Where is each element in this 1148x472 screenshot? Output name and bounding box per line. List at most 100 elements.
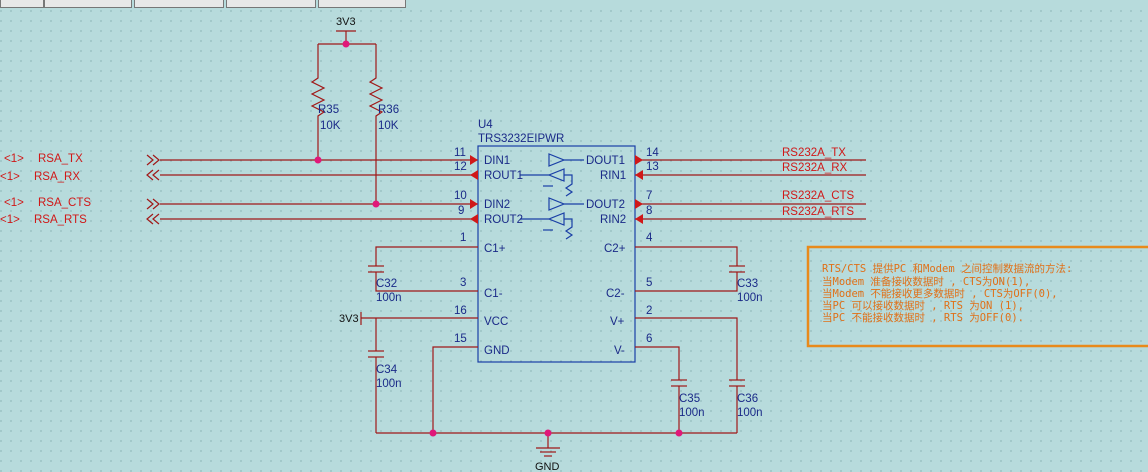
capacitor-ref: C35 xyxy=(679,393,700,405)
capacitor-ref: C32 xyxy=(376,278,397,290)
pin-number: 10 xyxy=(454,190,467,202)
ic-pin-vminus[interactable]: 6 V- xyxy=(614,333,652,357)
ic-pin-rout2[interactable]: 9 ROUT2 xyxy=(458,205,523,226)
resistor-r35[interactable]: R35 10K xyxy=(310,70,341,160)
pin-name: V- xyxy=(614,345,625,357)
ic-pin-c2minus[interactable]: 5 C2- xyxy=(606,277,652,300)
port-chevrons xyxy=(146,154,160,225)
window-tab-5[interactable] xyxy=(318,0,406,8)
pin-number: 3 xyxy=(460,277,466,289)
ic-pin-rout1[interactable]: 12 ROUT1 xyxy=(454,161,523,182)
net-rs232a-rx[interactable]: RS232A_RX xyxy=(782,162,848,174)
note-line: RTS/CTS 提供PC 和Modem 之间控制数据流的方法: xyxy=(822,262,1072,275)
net-rs232a-cts[interactable]: RS232A_CTS xyxy=(782,190,855,202)
pin-number: 4 xyxy=(646,232,653,244)
pin-number: 12 xyxy=(454,161,467,173)
capacitor-c32[interactable]: C32 100n xyxy=(368,246,478,304)
capacitor-c33[interactable]: C33 100n xyxy=(635,246,763,304)
pin-number: 14 xyxy=(646,147,659,159)
svg-text:<1>: <1> xyxy=(0,171,20,183)
ic-pin-c2plus[interactable]: 4 C2+ xyxy=(604,232,653,255)
ic-ref: U4 xyxy=(478,119,493,131)
window-tab-4[interactable] xyxy=(226,0,316,8)
capacitor-value: 100n xyxy=(737,407,763,419)
pin-name: C2+ xyxy=(604,243,626,255)
power-3v3-top-label: 3V3 xyxy=(336,16,356,28)
ic-pin-vplus[interactable]: 2 V+ xyxy=(610,305,652,328)
port-net-name: RSA_RX xyxy=(34,171,80,183)
port-rsa-cts[interactable]: <1> RSA_CTS xyxy=(4,197,91,209)
pin-name: ROUT1 xyxy=(484,170,523,182)
pin-number: 6 xyxy=(646,333,652,345)
port-rsa-tx[interactable]: <1> RSA_TX xyxy=(4,153,83,165)
pin-name: C2- xyxy=(606,288,625,300)
pin-name: C1+ xyxy=(484,243,506,255)
pin-name: DIN2 xyxy=(484,199,510,211)
resistor-r36[interactable]: R36 10K xyxy=(368,70,399,204)
pin-name: C1- xyxy=(484,288,503,300)
capacitor-c36[interactable]: C36 100n xyxy=(635,317,763,433)
pin-number: 8 xyxy=(646,205,652,217)
capacitor-ref: C34 xyxy=(376,364,398,376)
pin-number: 11 xyxy=(454,147,466,159)
ic-pin-din2[interactable]: 10 DIN2 xyxy=(454,190,510,211)
pin-name: RIN1 xyxy=(600,170,626,182)
signal-wires-left xyxy=(160,159,478,220)
pin-name: DIN1 xyxy=(484,155,510,167)
capacitor-c34[interactable]: C34 100n xyxy=(368,318,402,433)
ic-pin-din1[interactable]: 11 DIN1 xyxy=(454,147,510,167)
resistor-value: 10K xyxy=(378,120,399,132)
port-rsa-rts[interactable]: <1> RSA_RTS xyxy=(0,214,87,226)
window-tab-2[interactable] xyxy=(44,0,132,8)
pin-name: DOUT1 xyxy=(586,155,625,167)
ic-pin-dout2[interactable]: 7 DOUT2 xyxy=(586,190,652,211)
svg-text:<1>: <1> xyxy=(4,153,24,165)
power-3v3-left[interactable]: 3V3 xyxy=(339,312,362,325)
ic-pin-dout1[interactable]: 14 DOUT1 xyxy=(586,147,659,167)
ic-pin-gnd[interactable]: 15 GND xyxy=(454,333,510,357)
pin-number: 5 xyxy=(646,277,652,289)
resistor-value: 10K xyxy=(320,120,341,132)
pin-number: 2 xyxy=(646,305,652,317)
capacitor-value: 100n xyxy=(376,292,402,304)
capacitor-value: 100n xyxy=(679,407,705,419)
pin-number: 16 xyxy=(454,305,467,317)
pin-number: 15 xyxy=(454,333,467,345)
net-rs232a-tx[interactable]: RS232A_TX xyxy=(782,147,846,159)
ic-pin-rin2[interactable]: 8 RIN2 xyxy=(600,205,652,226)
capacitor-ref: C36 xyxy=(737,393,758,405)
ic-pin-c1plus[interactable]: 1 C1+ xyxy=(460,232,506,255)
svg-text:<1>: <1> xyxy=(4,197,24,209)
capacitor-ref: C33 xyxy=(737,278,758,290)
port-net-name: RSA_RTS xyxy=(34,214,87,226)
ic-pin-vcc[interactable]: 16 VCC xyxy=(454,305,508,328)
pin-name: DOUT2 xyxy=(586,199,625,211)
capacitor-c35[interactable]: C35 100n xyxy=(635,346,705,433)
net-rs232a-rts[interactable]: RS232A_RTS xyxy=(782,206,854,218)
resistor-ref: R36 xyxy=(378,104,399,116)
window-tab-1[interactable] xyxy=(0,0,44,8)
window-tab-3[interactable] xyxy=(134,0,224,8)
grid-dots xyxy=(0,8,1148,472)
ic-pin-rin1[interactable]: 13 RIN1 xyxy=(600,161,659,182)
note-line: 当PC 可以接收数据时 , RTS 为ON (1), xyxy=(822,299,1024,312)
port-net-name: RSA_CTS xyxy=(38,197,91,209)
pin-number: 7 xyxy=(646,190,652,202)
pin-number: 1 xyxy=(460,232,466,244)
port-net-name: RSA_TX xyxy=(38,153,83,165)
pin-name: V+ xyxy=(610,316,625,328)
power-gnd-label: GND xyxy=(535,461,560,472)
pin-name: GND xyxy=(484,345,510,357)
ic-internal-buffers xyxy=(520,153,584,240)
ic-u4[interactable]: U4 TRS3232EIPWR 11 DIN1 12 ROUT1 10 xyxy=(454,119,659,363)
ic-pin-c1minus[interactable]: 3 C1- xyxy=(460,277,503,300)
note-box[interactable]: RTS/CTS 提供PC 和Modem 之间控制数据流的方法: 当Modem 准… xyxy=(806,245,1148,348)
port-rsa-rx[interactable]: <1> RSA_RX xyxy=(0,171,80,183)
pin-name: VCC xyxy=(484,316,508,328)
resistor-ref: R35 xyxy=(318,104,339,116)
note-line: 当PC 不能接收数据时 , RTS 为OFF(0). xyxy=(822,311,1024,324)
capacitor-value: 100n xyxy=(737,292,763,304)
svg-text:<1>: <1> xyxy=(0,214,20,226)
